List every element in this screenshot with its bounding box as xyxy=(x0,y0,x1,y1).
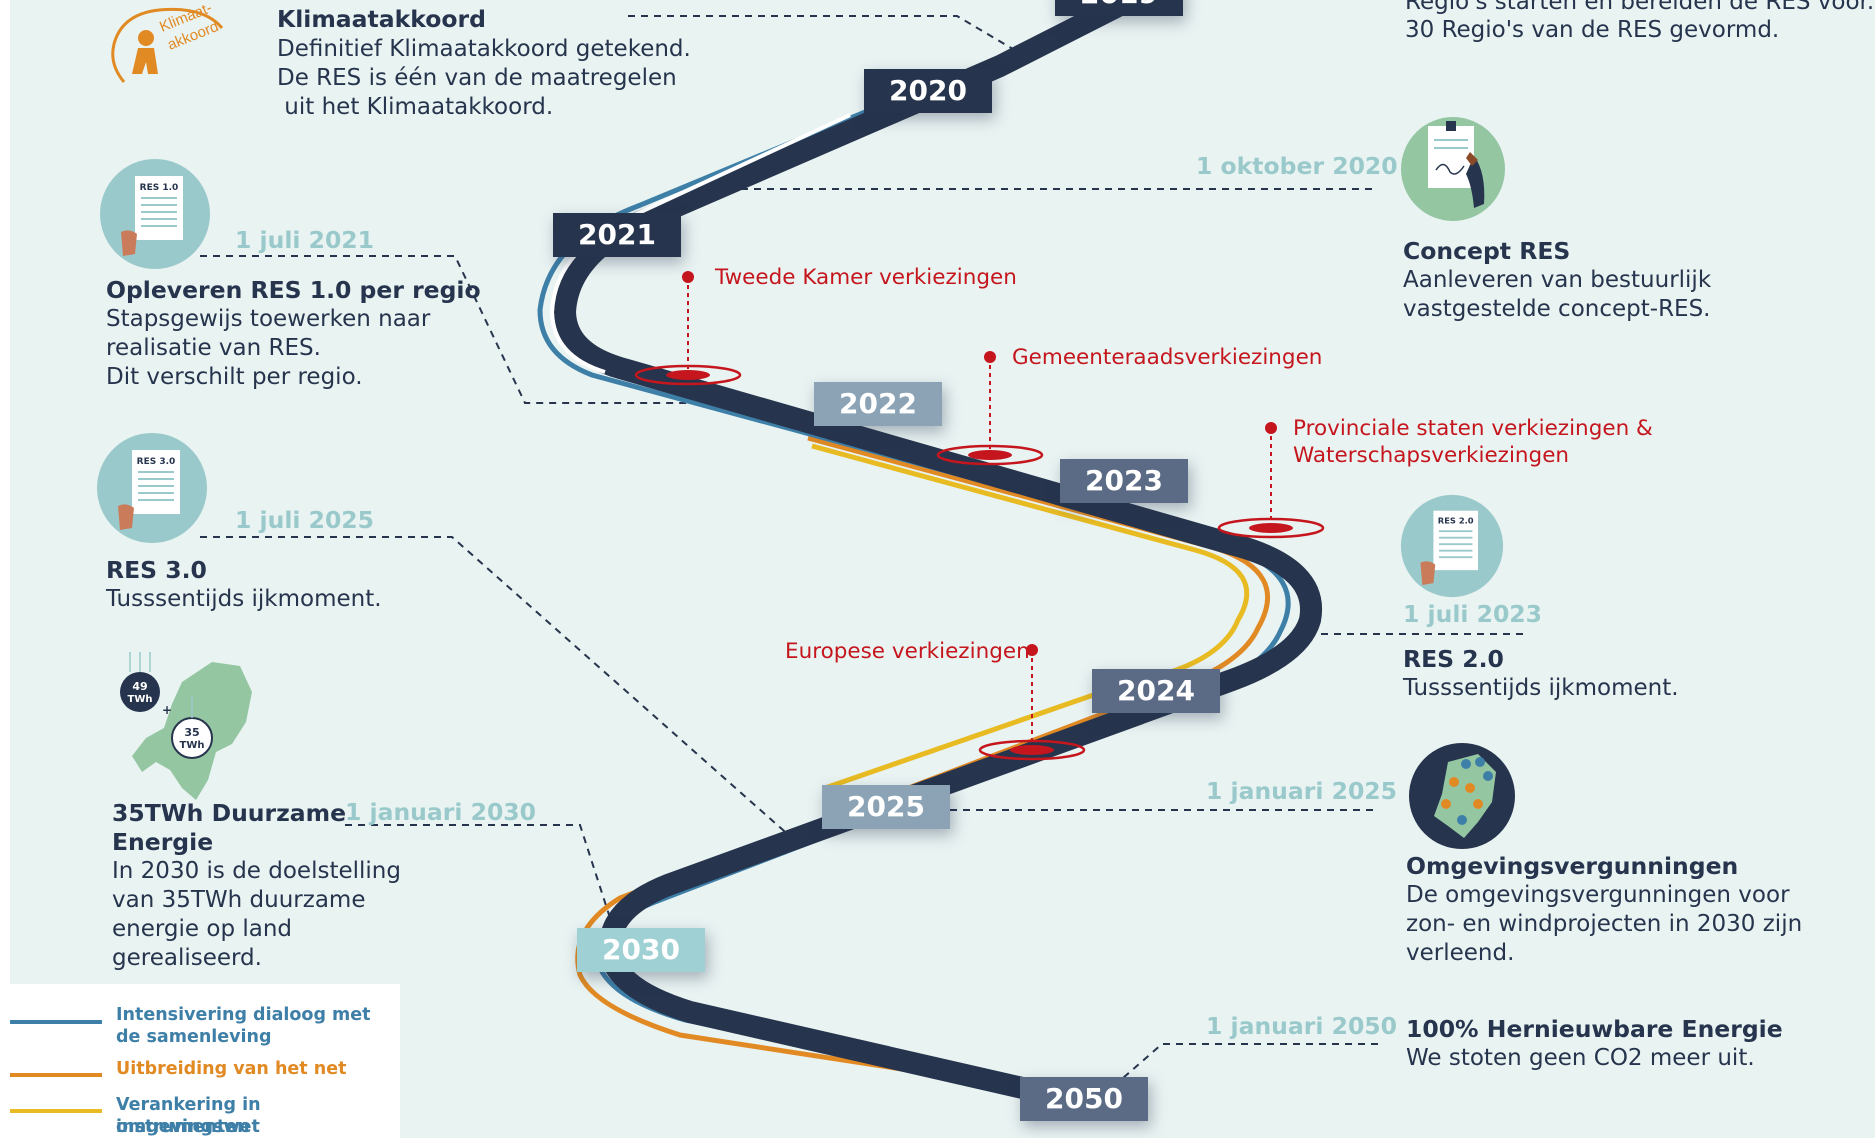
res30-line-1: Tusssentijds ijkmoment. xyxy=(106,586,382,612)
concept-res-line-1: Aanleveren van bestuurlijk xyxy=(1403,267,1712,293)
omgeving-map-icon xyxy=(1409,743,1515,849)
netherlands-map-icon: 49 TWh + 35 TWh xyxy=(120,652,252,800)
hernieuwbaar-title: 100% Hernieuwbare Energie xyxy=(1406,1015,1783,1043)
res20-line-1: Tusssentijds ijkmoment. xyxy=(1403,675,1679,701)
twh-line-4: gerealiseerd. xyxy=(112,945,262,971)
klimaatakkoord-line-3: uit het Klimaatakkoord. xyxy=(277,94,554,120)
year-badge-2050: 2050 xyxy=(1020,1077,1148,1121)
election-marker-europees xyxy=(978,644,1086,761)
res10-line-2: realisatie van RES. xyxy=(106,335,321,361)
twh-title-line-1: 35TWh Duurzame xyxy=(112,799,347,827)
twh-line-2: van 35TWh duurzame xyxy=(112,887,366,913)
connector-res30 xyxy=(200,536,793,839)
election-marker-gemeenteraad xyxy=(936,351,1044,466)
year-badge-2025: 2025 xyxy=(822,785,950,829)
hernieuwbaar-line-1: We stoten geen CO2 meer uit. xyxy=(1406,1045,1755,1071)
year-badge-2022: 2022 xyxy=(814,382,942,426)
election-label-europees: Europese verkiezingen xyxy=(785,639,1030,664)
twh-plus: + xyxy=(162,703,172,717)
election-marker-tweede-kamer xyxy=(634,271,742,386)
year-badge-2030: 2030 xyxy=(577,928,705,972)
res20-document-icon: RES 2.0 xyxy=(1400,494,1504,598)
klimaatakkoord-line-2: De RES is één van de maatregelen xyxy=(277,65,677,91)
election-label-provinciale-1: Provinciale staten verkiezingen & xyxy=(1293,416,1653,441)
res30-document-icon: RES 3.0 xyxy=(97,433,207,543)
res10-document-label: RES 1.0 xyxy=(140,183,179,193)
hernieuwbaar-date: 1 januari 2050 xyxy=(1206,1012,1397,1040)
concept-res-date: 1 oktober 2020 xyxy=(1196,152,1398,180)
election-label-gemeenteraad: Gemeenteraadsverkiezingen xyxy=(1012,345,1323,370)
omgeving-line-2: zon- en windprojecten in 2030 zijn xyxy=(1406,911,1803,937)
legend-label-omgevingswet-2: omgevingswet xyxy=(116,1117,260,1137)
legend-label-omgevingswet-1: Verankering in instrumenten xyxy=(116,1095,261,1137)
klimaatakkoord-figure-icon xyxy=(138,30,154,46)
res20-date: 1 juli 2023 xyxy=(1403,600,1543,628)
concept-res-icon xyxy=(1401,117,1505,221)
year-badge-2023: 2023 xyxy=(1060,459,1188,503)
res30-date: 1 juli 2025 xyxy=(235,506,375,534)
res30-document-label: RES 3.0 xyxy=(137,457,176,467)
connector-klimaatakkoord xyxy=(628,15,1019,53)
res20-title: RES 2.0 xyxy=(1403,645,1504,673)
omgeving-line-3: verleend. xyxy=(1406,940,1515,966)
legend-line-omgevingswet xyxy=(10,1109,102,1113)
res10-title: Opleveren RES 1.0 per regio xyxy=(106,276,481,304)
year-badge-2020: 2020 xyxy=(864,69,992,113)
twh-bubble1-value: 49 xyxy=(132,680,147,693)
election-label-tweede-kamer: Tweede Kamer verkiezingen xyxy=(715,265,1017,290)
connector-res10 xyxy=(200,255,760,404)
election-marker-provinciale xyxy=(1217,422,1325,539)
res20-document-label: RES 2.0 xyxy=(1438,516,1474,526)
res10-line-1: Stapsgewijs toewerken naar xyxy=(106,306,431,332)
year-badge-2019: 2019 xyxy=(1055,0,1183,16)
twh-date: 1 januari 2030 xyxy=(345,798,536,826)
concept-res-title: Concept RES xyxy=(1403,237,1571,265)
res30-title: RES 3.0 xyxy=(106,556,207,584)
wind-turbine-icon xyxy=(129,652,193,718)
twh-title-line-2: Energie xyxy=(112,828,214,856)
concept-res-line-2: vastgestelde concept-RES. xyxy=(1403,296,1711,322)
twh-bubble2-value: 35 xyxy=(184,726,199,739)
twh-bubble1-unit: TWh xyxy=(128,694,153,705)
klimaatakkoord-title: Klimaatakkoord xyxy=(277,5,486,33)
omgeving-title: Omgevingsvergunningen xyxy=(1406,852,1739,880)
connector-twh xyxy=(345,824,613,925)
twh-line-3: energie op land xyxy=(112,916,293,942)
regios-line-2: 30 Regio's van de RES gevormd. xyxy=(1405,17,1780,43)
twh-line-1: In 2030 is de doelstelling xyxy=(112,858,401,884)
election-markers xyxy=(634,271,1325,761)
klimaatakkoord-line-1: Definitief Klimaatakkoord getekend. xyxy=(277,36,691,62)
legend-line-net xyxy=(10,1073,102,1077)
omgeving-date: 1 januari 2025 xyxy=(1206,777,1397,805)
res10-date: 1 juli 2021 xyxy=(235,226,375,254)
legend-line-dialoog xyxy=(10,1020,102,1024)
legend-label-dialoog-2: de samenleving xyxy=(116,1027,272,1047)
connector-hernieuwbaar xyxy=(1114,1043,1378,1086)
res10-line-3: Dit verschilt per regio. xyxy=(106,364,363,390)
regios-line-1: Regio's starten en bereiden de RES voor. xyxy=(1405,0,1875,15)
legend: Intensivering dialoog met de samenleving… xyxy=(0,984,400,1138)
connector-lines xyxy=(200,15,1523,1086)
twh-bubble2-unit: TWh xyxy=(180,740,205,751)
year-badge-2021: 2021 xyxy=(553,213,681,257)
omgeving-line-1: De omgevingsvergunningen voor xyxy=(1406,882,1790,908)
legend-label-net: Uitbreiding van het net xyxy=(116,1059,347,1079)
election-label-provinciale-2: Waterschapsverkiezingen xyxy=(1293,443,1570,468)
klimaatakkoord-logo: Klimaat- akkoord xyxy=(111,4,224,83)
res10-document-icon: RES 1.0 xyxy=(100,159,210,269)
legend-label-dialoog-1: Intensivering dialoog met xyxy=(116,1005,371,1025)
year-badge-2024: 2024 xyxy=(1092,669,1220,713)
